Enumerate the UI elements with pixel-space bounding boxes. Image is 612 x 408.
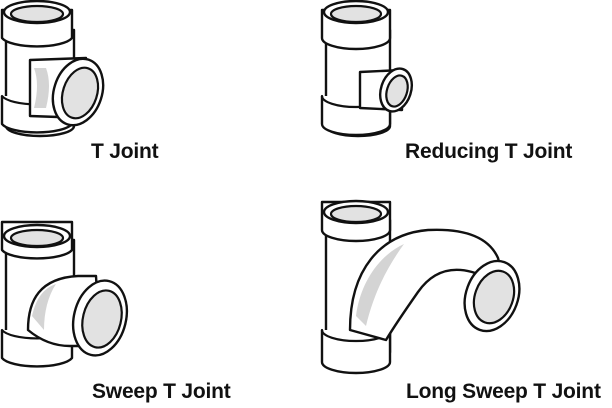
long-sweep-t-joint-caption: Long Sweep T Joint	[406, 380, 601, 403]
t-joint-drawing	[0, 0, 105, 138]
reducing-t-joint-caption: Reducing T Joint	[405, 140, 573, 163]
t-joint-caption: T Joint	[91, 140, 159, 163]
sweep-t-joint-drawing	[0, 220, 129, 368]
reducing-t-joint-drawing	[320, 0, 414, 138]
long-sweep-t-joint-drawing	[320, 199, 521, 375]
sweep-t-joint-caption: Sweep T Joint	[92, 380, 231, 403]
